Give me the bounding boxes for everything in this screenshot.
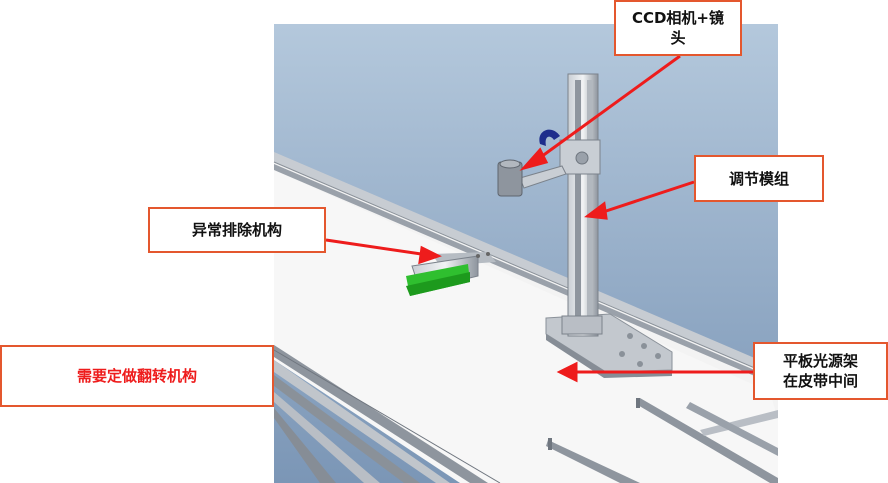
ccd-camera xyxy=(497,129,567,197)
callout-ccd-line1: CCD相机+镜 xyxy=(631,9,725,27)
callout-ccd-line2: 头 xyxy=(670,29,686,47)
front-frame xyxy=(273,345,501,483)
callout-flip-text: 需要定做翻转机构 xyxy=(76,367,197,385)
adjust-column xyxy=(559,73,603,337)
reject-mechanism xyxy=(406,252,496,296)
callout-adjust-text: 调节模组 xyxy=(728,169,789,188)
right-rails xyxy=(546,398,778,483)
callout-arrows xyxy=(325,54,753,383)
conveyor-top-plane xyxy=(274,170,778,483)
callout-ccd-camera: CCD相机+镜 头 xyxy=(614,0,742,56)
callout-reject-mechanism: 异常排除机构 xyxy=(148,207,326,253)
callout-adjust-module: 调节模组 xyxy=(694,155,824,202)
callout-light-line2: 在皮带中间 xyxy=(782,372,858,390)
callout-flip-mechanism: 需要定做翻转机构 xyxy=(0,345,274,407)
callout-reject-text: 异常排除机构 xyxy=(191,221,282,239)
callout-light-line1: 平板光源架 xyxy=(782,352,858,370)
rear-rail xyxy=(274,152,778,378)
callout-light-source: 平板光源架 在皮带中间 xyxy=(753,342,888,400)
